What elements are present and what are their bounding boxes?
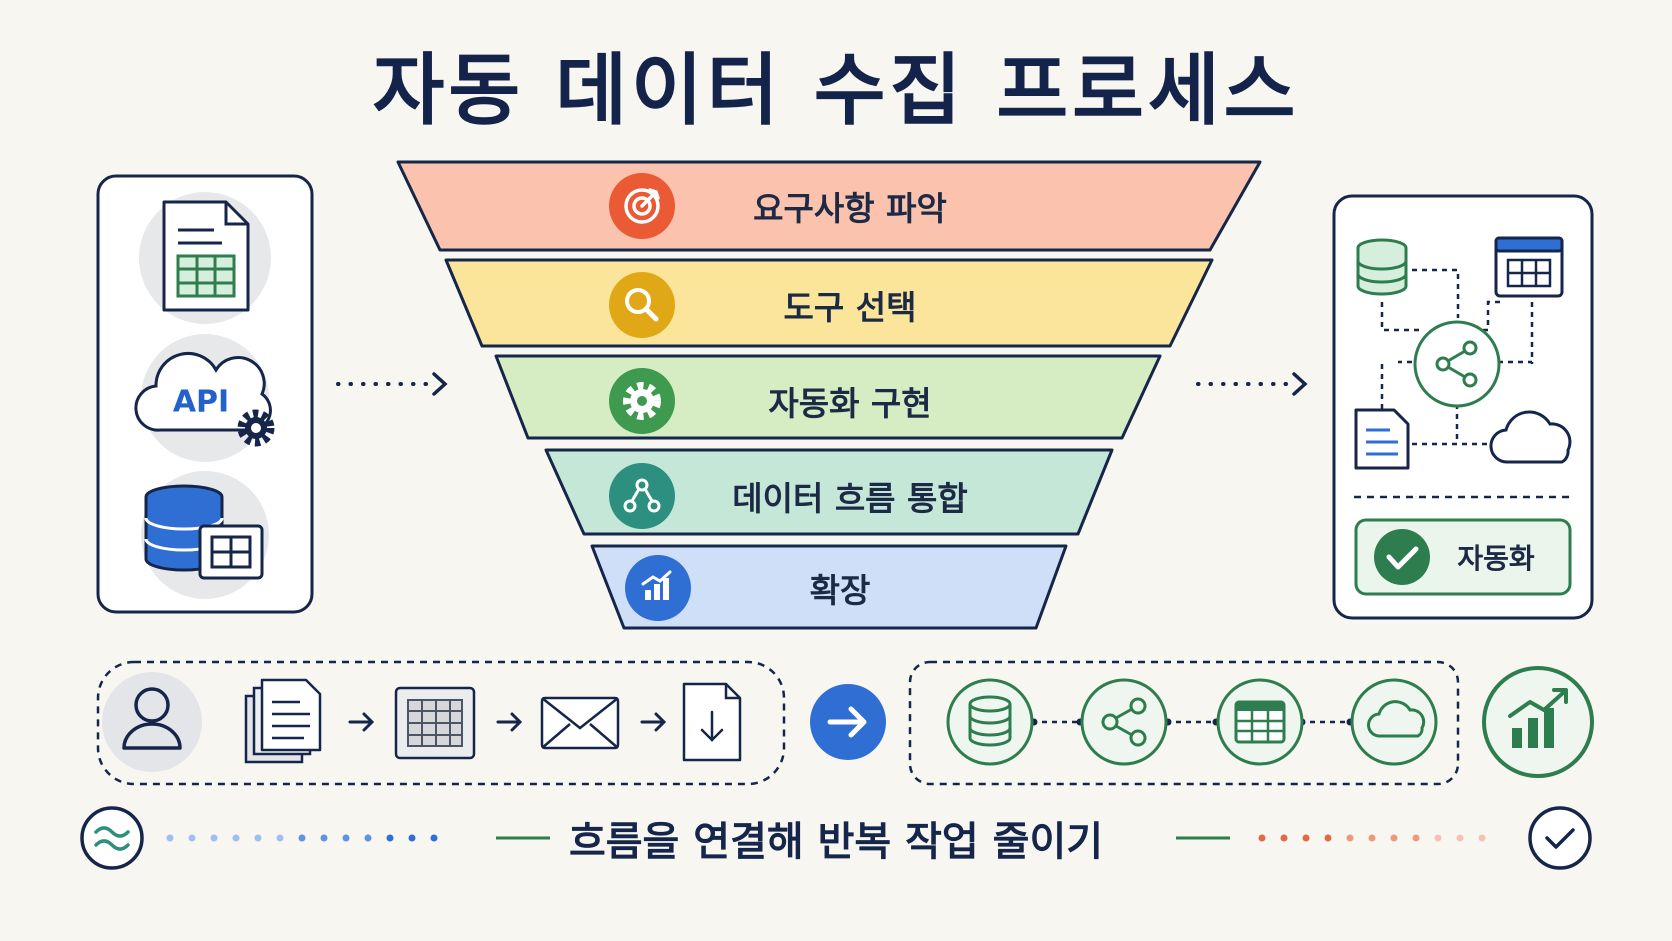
footer-dots-right [1258,834,1486,842]
footer-dot [1280,834,1288,842]
funnel-to-output-arrow [1196,372,1308,396]
cloud-icon [1350,678,1438,766]
check-icon [1374,529,1430,585]
funnel-stage-label: 자동화 구현 [768,384,932,423]
footer-dots-left [166,834,438,842]
footer-dot [320,834,328,842]
footer-dot [1302,834,1310,842]
arrow-icon [496,712,523,732]
output-panel [1332,194,1594,620]
funnel [396,160,1262,630]
funnel-stage-label: 확장 [809,571,871,610]
share-hub-icon [1413,320,1501,408]
funnel-stage [396,160,1262,252]
database-icon [946,678,1034,766]
footer-dot [188,834,196,842]
footer-dot [254,834,262,842]
footer-dot [232,834,240,842]
user-icon [102,672,202,772]
documents-icon [244,678,322,764]
funnel-stage [544,448,1114,536]
footer-dot [1346,834,1354,842]
growth-chart-icon [1482,666,1594,778]
api-label: API [172,384,230,420]
growth-chart-icon [625,555,691,621]
cloud-icon [1489,410,1572,464]
arrow-icon [640,712,667,732]
footer-dot [276,834,284,842]
footer-dot [1478,834,1486,842]
footer-dot [1434,834,1442,842]
spreadsheet-icon [394,686,476,760]
footer-dot [166,834,174,842]
footer [80,806,1592,870]
footer-dot [1390,834,1398,842]
footer-dot [1324,834,1332,842]
footer-dot [408,834,416,842]
table-icon [1494,236,1564,298]
document-icon [1354,408,1410,470]
check-circle-icon [1528,806,1592,870]
auto-flow [908,660,1460,786]
funnel-stage-label: 데이터 흐름 통합 [732,479,968,518]
download-file-icon [682,682,742,762]
gear-icon [609,368,675,434]
footer-dot [210,834,218,842]
sources-panel [96,174,314,614]
footer-tagline: 흐름을 연결해 반복 작업 줄이기 [568,819,1104,865]
database-icon [1356,238,1408,296]
footer-dot [386,834,394,842]
footer-dot [364,834,372,842]
spreadsheet-file-icon [139,192,271,324]
page-title: 자동 데이터 수집 프로세스 [372,46,1300,136]
footer-dot [298,834,306,842]
footer-dot [430,834,438,842]
funnel-stage [494,354,1162,440]
automation-status-badge [1354,518,1572,596]
funnel-stage-label: 요구사항 파악 [753,189,947,228]
funnel-stage-label: 도구 선택 [783,288,917,327]
api-cloud-icon [134,334,272,462]
transition-arrow-icon [810,684,886,760]
manual-flow [96,660,786,786]
table-icon [1216,678,1304,766]
footer-dot [1456,834,1464,842]
network-icon [609,463,675,529]
share-icon [1080,678,1168,766]
automation-status-label: 자동화 [1457,542,1535,575]
mail-icon [540,696,620,750]
footer-dot [1412,834,1420,842]
funnel-stage [590,544,1068,630]
sources-to-funnel-arrow [336,372,448,396]
funnel-stage [444,258,1214,348]
target-icon [609,173,675,239]
footer-dot [1258,834,1266,842]
footer-dot [1368,834,1376,842]
wave-icon [80,806,144,870]
search-icon [609,272,675,338]
arrow-icon [348,712,375,732]
gear-icon [237,409,275,447]
database-table-icon [141,471,269,599]
footer-dot [342,834,350,842]
